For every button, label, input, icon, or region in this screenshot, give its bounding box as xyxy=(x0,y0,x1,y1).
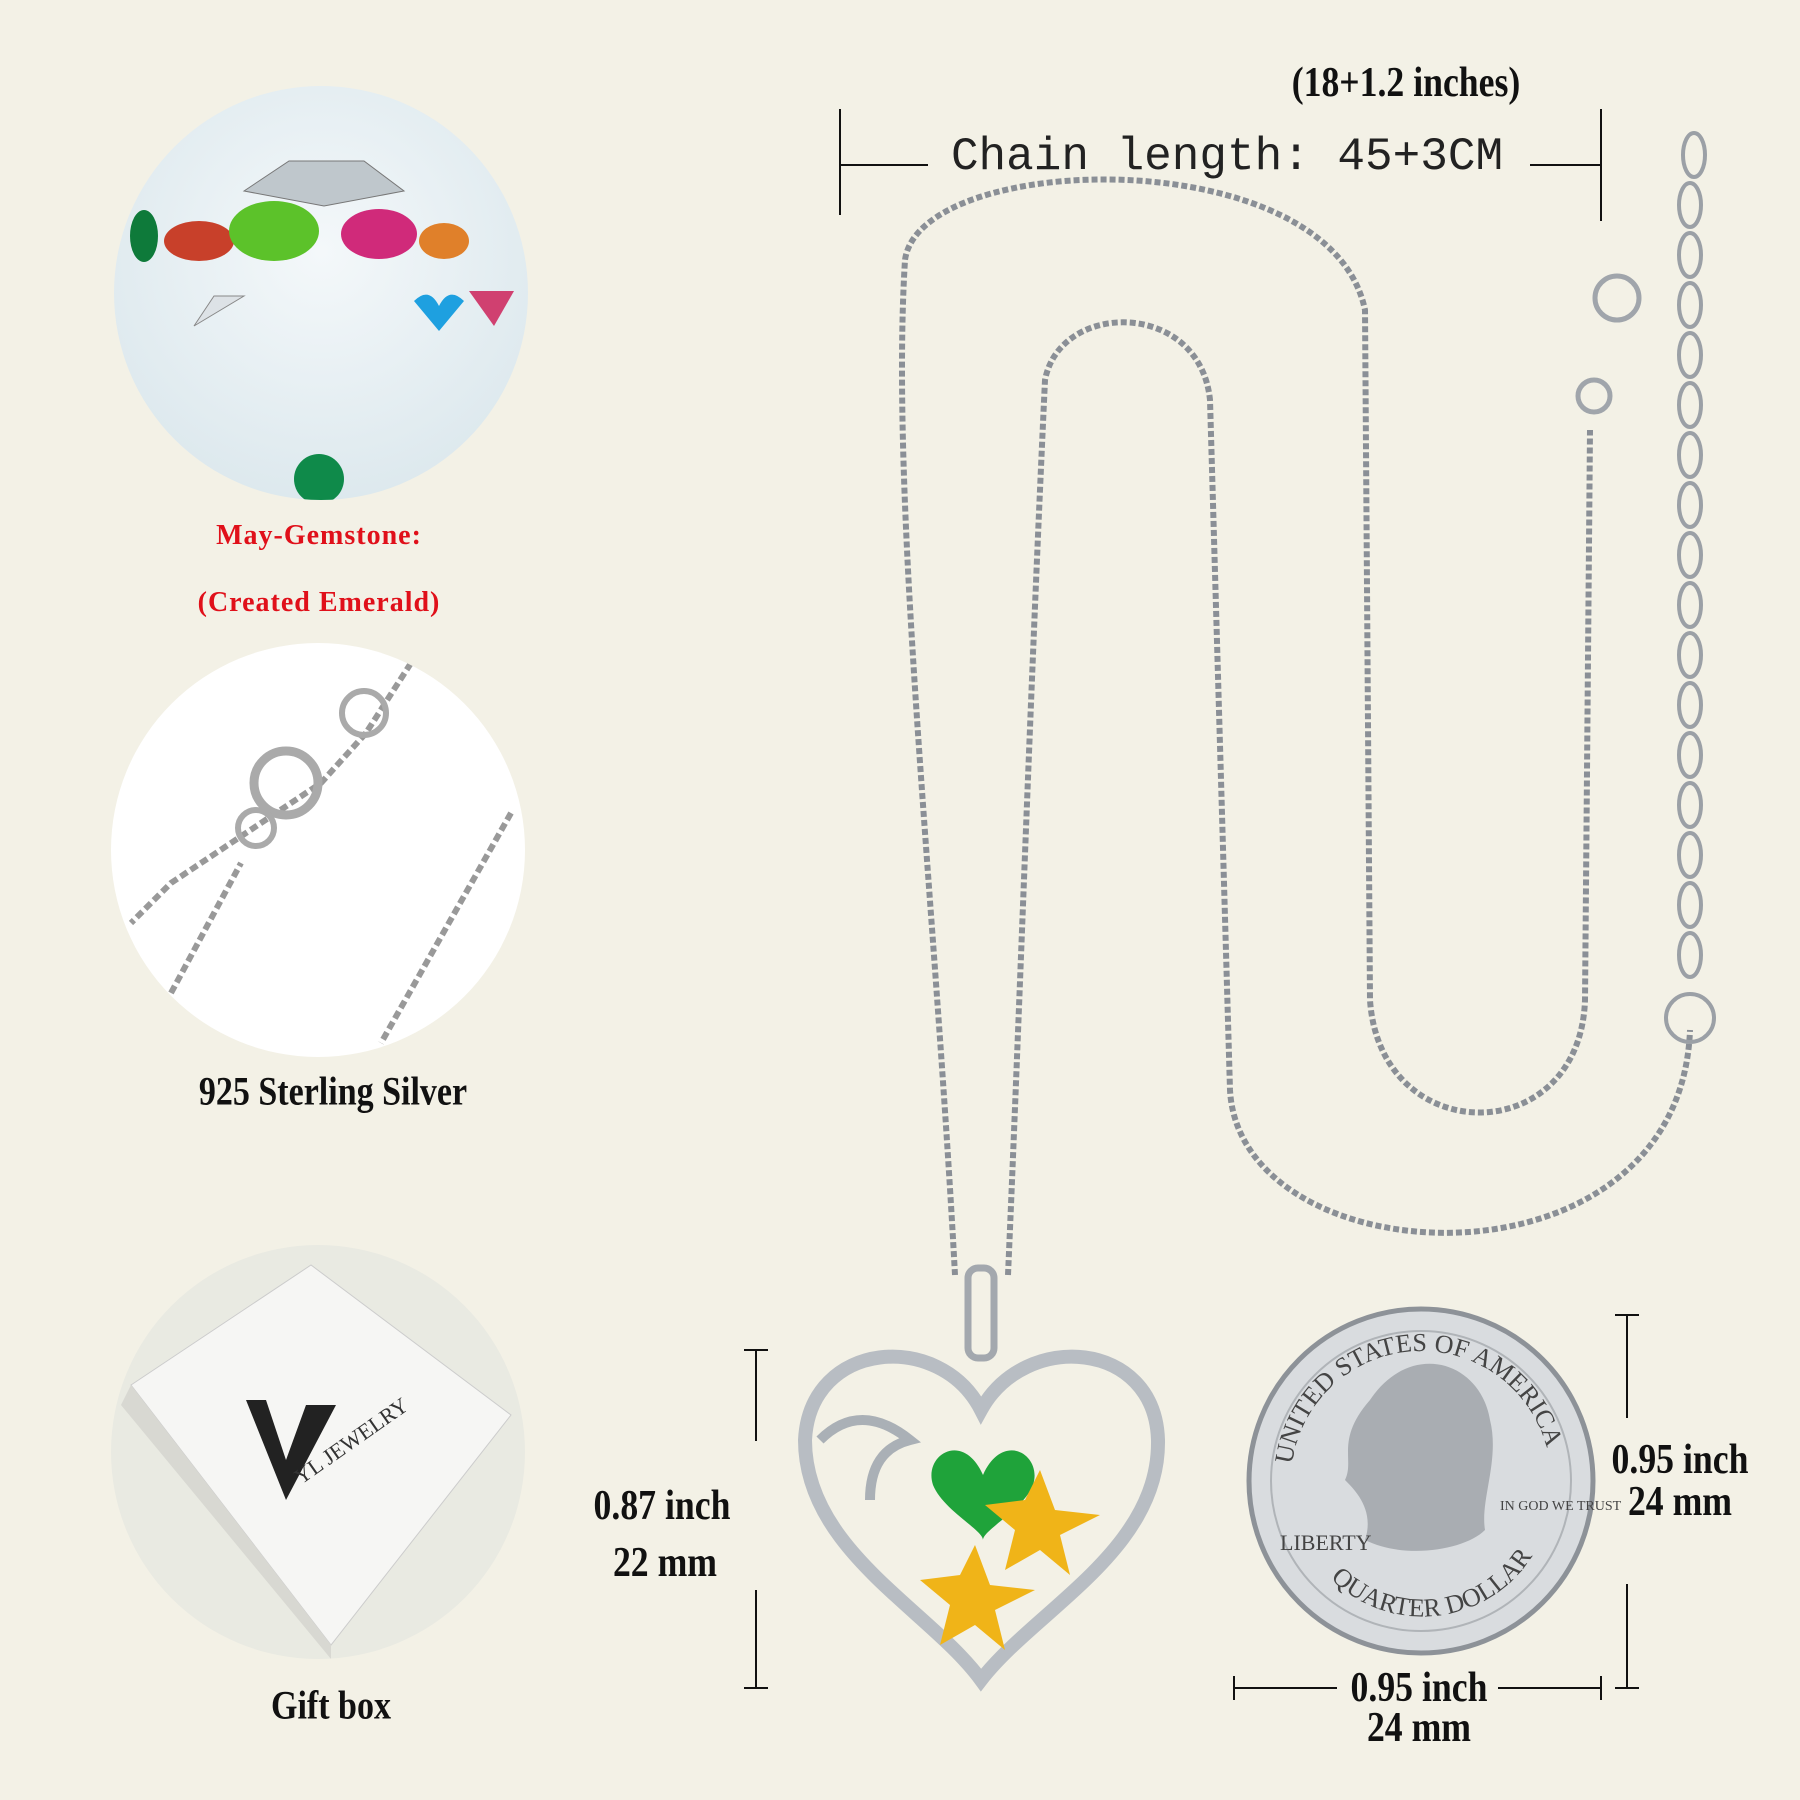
pendant-dim-bottom-tick xyxy=(744,1687,768,1689)
coin-width-mm: 24 mm xyxy=(1366,1705,1472,1751)
clasp-closeup-photo xyxy=(111,643,525,1057)
gift-box-illustration: YL JEWELRY xyxy=(121,1264,512,1659)
heart-pendant xyxy=(797,1264,1166,1692)
coin-dim-v-line-top xyxy=(1626,1314,1628,1418)
gift-box-photo: YL JEWELRY xyxy=(111,1245,525,1659)
pendant-dim-line-top xyxy=(755,1349,757,1441)
coin-dim-h-line-right xyxy=(1498,1687,1601,1689)
emerald-heart-stone xyxy=(931,1450,1035,1540)
gold-lily-flower xyxy=(985,1470,1100,1575)
coin-width-inch: 0.95 inch xyxy=(1350,1665,1488,1711)
chain-dim-left-line xyxy=(840,164,928,166)
material-label: 925 Sterling Silver xyxy=(198,1068,468,1114)
gemstones-illustration xyxy=(130,160,514,500)
chain-length-label: Chain length: 45+3CM xyxy=(950,131,1504,183)
gemstones-photo xyxy=(114,86,528,500)
extender-chain xyxy=(1664,131,1716,1044)
chain-inches-label: (18+1.2 inches) xyxy=(1291,60,1521,106)
clasp-illustration xyxy=(128,661,514,1045)
coin-height-mm: 24 mm xyxy=(1627,1479,1733,1525)
chain-dim-left-tick xyxy=(839,109,841,215)
coin-height-inch: 0.95 inch xyxy=(1611,1437,1749,1483)
spring-clasp xyxy=(1592,273,1642,323)
coin-dim-v-line-bottom xyxy=(1626,1584,1628,1688)
coin-dim-v-bottom-tick xyxy=(1615,1687,1639,1689)
coin-motto: IN GOD WE TRUST xyxy=(1500,1499,1622,1514)
chain-dim-right-line xyxy=(1530,164,1601,166)
gold-lily-flower xyxy=(920,1545,1035,1650)
quarter-coin: UNITED STATES OF AMERICA QUARTER DOLLAR … xyxy=(1246,1306,1622,1656)
chain-dim-right-tick xyxy=(1600,109,1602,221)
packaging-label: Gift box xyxy=(271,1682,391,1728)
pendant-height-mm: 22 mm xyxy=(612,1540,718,1586)
gemstone-title: May-Gemstone: xyxy=(216,520,422,551)
coin-dim-h-right-tick xyxy=(1600,1676,1602,1700)
coin-dim-h-line-left xyxy=(1234,1687,1337,1689)
pendant-height-inch: 0.87 inch xyxy=(593,1483,731,1529)
pendant-dim-line-bottom xyxy=(755,1590,757,1688)
gemstone-subtitle: (Created Emerald) xyxy=(197,587,441,618)
coin-liberty: LIBERTY xyxy=(1280,1530,1372,1555)
